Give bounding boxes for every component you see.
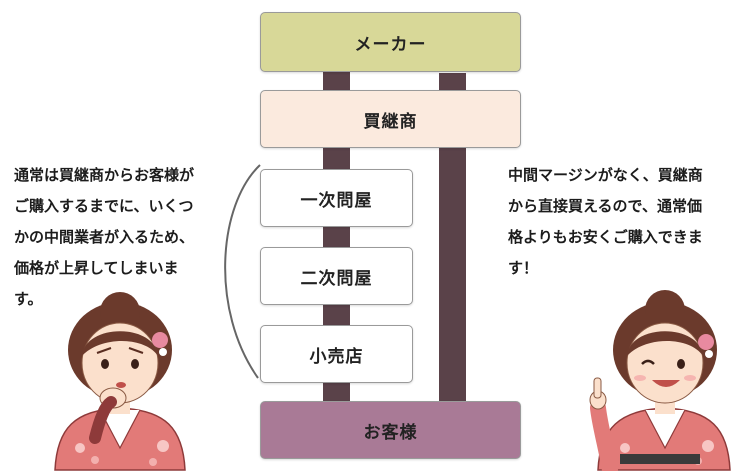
- left-note-line: かの中間業者が入るため、: [14, 228, 195, 246]
- right-note-line: 中間マージンがなく、買継商: [508, 166, 703, 184]
- right-note-line: から直接買えるので、通常価: [508, 197, 702, 215]
- customer-label: お客様: [363, 422, 418, 443]
- secondary-wholesaler-label: 二次問屋: [300, 268, 373, 289]
- left-note-line: 価格が上昇してしまいま: [14, 259, 179, 277]
- left-note-line: ご購入するまでに、いくつ: [14, 197, 194, 215]
- worried-woman-in-kimono-icon: [54, 292, 186, 471]
- retailer-box: 小売店: [260, 325, 413, 383]
- bracket-curve: [224, 164, 261, 379]
- left-explanation: 通常は買継商からお客様が ご購入するまでに、いくつ かの中間業者が入るため、 価…: [14, 160, 194, 315]
- smiling-woman-pointing-up-icon: [589, 290, 731, 471]
- left-note-line: 通常は買継商からお客様が: [14, 166, 195, 184]
- buyer-label: 買継商: [363, 111, 418, 132]
- left-note-line: す。: [14, 290, 43, 308]
- maker-box: メーカー: [260, 12, 521, 72]
- right-note-line: す！: [508, 259, 539, 277]
- right-explanation: 中間マージンがなく、買継商 から直接買えるので、通常価 格よりもお安くご購入でき…: [508, 160, 703, 284]
- secondary-wholesaler-box: 二次問屋: [260, 247, 413, 305]
- primary-wholesaler-label: 一次問屋: [300, 190, 373, 211]
- maker-label: メーカー: [354, 34, 427, 55]
- customer-box: お客様: [260, 401, 521, 459]
- buyer-box: 買継商: [260, 90, 521, 148]
- retailer-label: 小売店: [309, 346, 364, 367]
- primary-wholesaler-box: 一次問屋: [260, 169, 413, 227]
- right-note-line: 格よりもお安くご購入できま: [508, 228, 703, 246]
